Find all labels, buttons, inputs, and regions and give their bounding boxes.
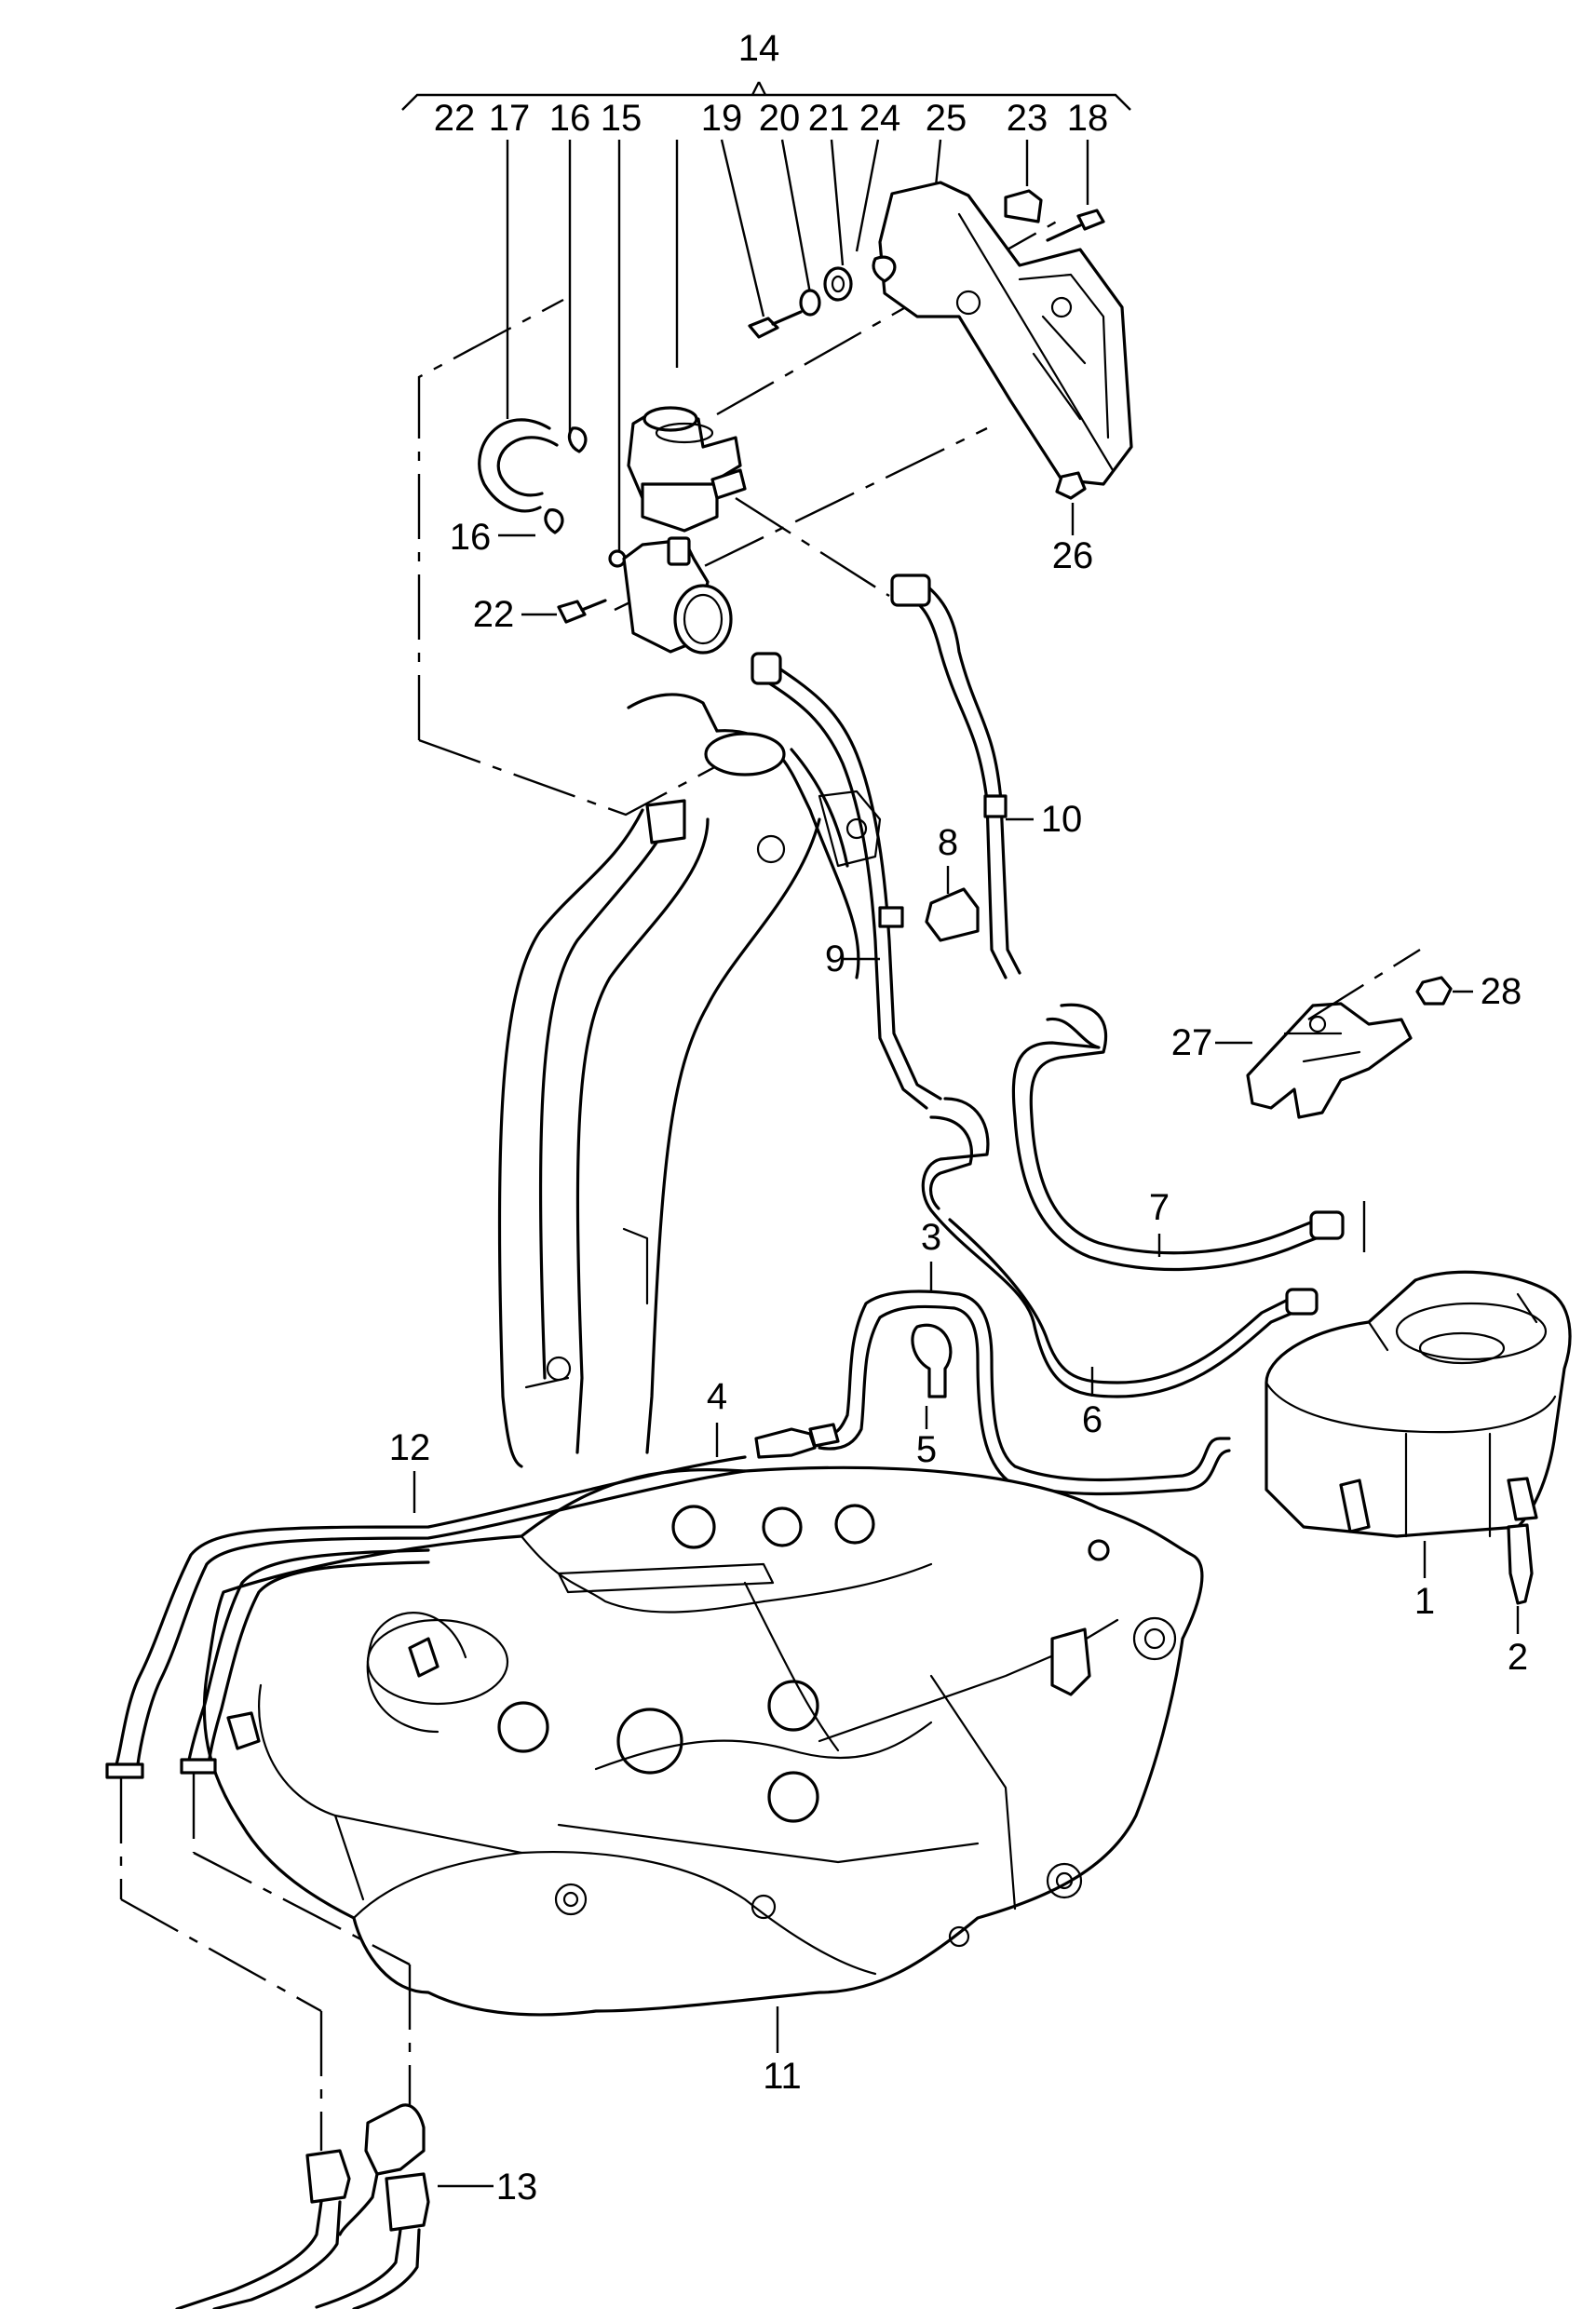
fuel-line-12: [105, 1455, 747, 2151]
label-4: 4: [707, 1376, 727, 1417]
quick-connectors-13: [175, 2103, 494, 2309]
pipe-3: [818, 1262, 1231, 1496]
label-25: 25: [926, 98, 967, 139]
group-14-bracket: [401, 81, 1131, 111]
top-leader-lines: [506, 139, 1089, 559]
label-16-side: 16: [450, 517, 492, 558]
label-3: 3: [921, 1217, 941, 1258]
label-21: 21: [808, 98, 850, 139]
label-19: 19: [701, 98, 743, 139]
retainer-27: [1215, 948, 1421, 1119]
clip-24: [872, 255, 897, 283]
washer-20: [799, 289, 821, 317]
label-10: 10: [1041, 799, 1083, 840]
label-23: 23: [1007, 98, 1048, 139]
connector-4: [715, 1423, 840, 1459]
breather-valve: [627, 406, 747, 533]
label-13: 13: [496, 2167, 538, 2208]
label-9: 9: [825, 938, 845, 979]
label-group-14: 14: [738, 28, 780, 69]
vent-line-10: [890, 574, 1034, 979]
filler-neck: [497, 693, 882, 1468]
bolt-18: [1046, 209, 1105, 242]
bolt-2: [1507, 1523, 1534, 1634]
label-22-side: 22: [473, 594, 515, 635]
clip-5: [911, 1323, 953, 1429]
clip-8: [925, 866, 980, 942]
label-22-top: 22: [434, 98, 476, 139]
label-17: 17: [489, 98, 531, 139]
grommet-21: [823, 266, 853, 302]
bolt-19: [748, 310, 803, 339]
label-8: 8: [938, 822, 958, 863]
mounting-bracket: [878, 181, 1133, 486]
nut-26: [1055, 471, 1087, 535]
label-2: 2: [1508, 1637, 1528, 1678]
vent-line-7: [1011, 1003, 1366, 1272]
label-1: 1: [1414, 1581, 1435, 1622]
hose-clip-16-lower: [498, 508, 564, 537]
carbon-canister: [1265, 1270, 1572, 1578]
label-5: 5: [916, 1429, 937, 1470]
hose-17: [478, 418, 559, 513]
label-16-top: 16: [549, 98, 591, 139]
label-24: 24: [859, 98, 901, 139]
label-18: 18: [1067, 98, 1109, 139]
nut-28: [1415, 976, 1473, 1006]
fuel-tank: [202, 1465, 1204, 2053]
hose-clip-16-upper: [567, 426, 588, 453]
label-20: 20: [759, 98, 801, 139]
label-11: 11: [763, 2056, 802, 2097]
vent-line-6: [921, 1097, 1319, 1398]
label-12: 12: [389, 1427, 431, 1468]
rubber-buffer-23: [1004, 189, 1043, 223]
bolt-22-lower: [521, 599, 607, 624]
label-26: 26: [1052, 535, 1094, 576]
label-27: 27: [1171, 1022, 1213, 1063]
part-number-labels: 14 22 17 16 15 19 20 21 24 25 23 18 16 2…: [389, 28, 1528, 2208]
filter-housing: [622, 536, 733, 655]
label-28: 28: [1481, 971, 1522, 1012]
label-7: 7: [1149, 1187, 1170, 1228]
label-6: 6: [1082, 1399, 1102, 1440]
label-15: 15: [601, 98, 642, 139]
vent-line-9: [751, 652, 942, 1110]
